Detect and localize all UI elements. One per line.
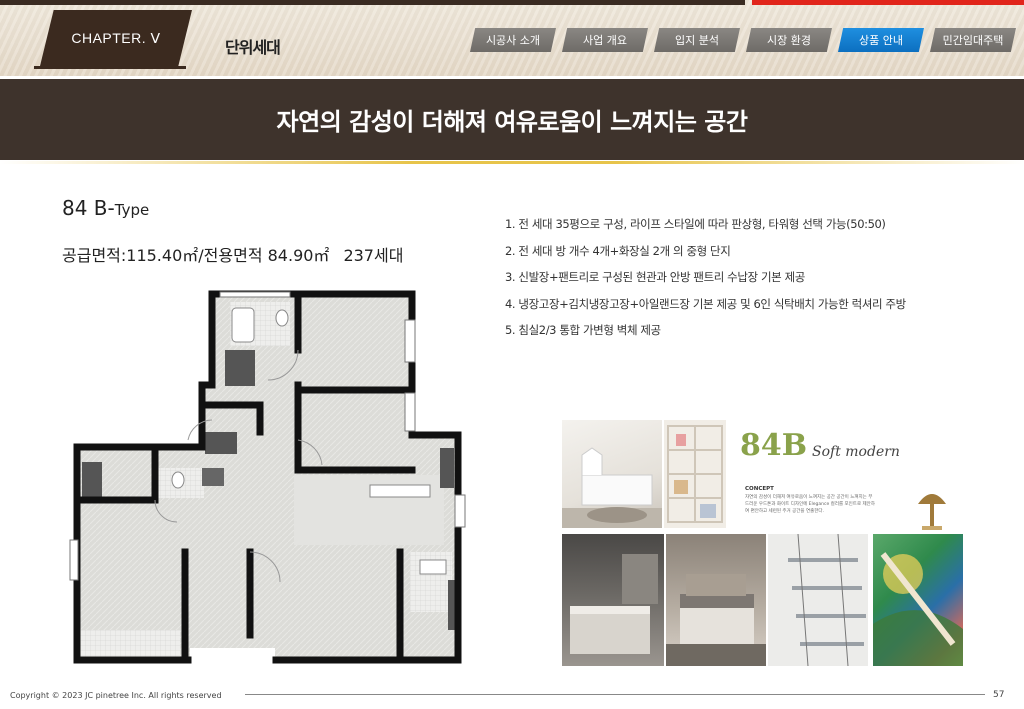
unit-type: 84 B-Type [62, 196, 149, 220]
feature-item: 3. 신발장+팬트리로 구성된 현관과 안방 팬트리 수납장 기본 제공 [505, 270, 805, 284]
kids-bed-photo [562, 420, 662, 528]
moodboard-title: 84B [740, 428, 808, 463]
feature-list: 1. 전 세대 35평으로 구성, 라이프 스타일에 따라 판상형, 타워형 선… [505, 214, 906, 347]
wall-shelf-photo [768, 534, 868, 666]
chapter-underline [34, 66, 186, 69]
feature-item: 2. 전 세대 방 개수 4개+화장실 2개 의 중형 단지 [505, 243, 731, 258]
kitchen-photo [562, 534, 664, 666]
footer-divider [245, 694, 985, 695]
hero-headline: 자연의 감성이 더해져 여유로움이 느껴지는 공간 [276, 108, 748, 136]
concept-body: 자연의 감성이 더해져 여유로움이 느껴지는 공간 공간이 느껴지는 부드러운 … [745, 495, 875, 514]
copyright: Copyright © 2023 JC pinetree Inc. All ri… [10, 691, 222, 700]
chapter-badge: CHAPTER. Ⅴ [40, 10, 192, 66]
feature-item: 4. 냉장고장+김치냉장고장+아일랜드장 기본 제공 및 6인 식탁배치 가능한… [505, 296, 906, 311]
section-title: 단위세대 [225, 38, 281, 57]
bedroom-photo [666, 534, 766, 666]
feature-item: 1. 전 세대 35평으로 구성, 라이프 스타일에 따라 판상형, 타워형 선… [505, 217, 886, 231]
tab-builder[interactable]: 시공사 소개 [470, 28, 556, 52]
unit-type-main: 84 B- [62, 196, 115, 220]
moodboard-subtitle: Soft modern [812, 444, 900, 460]
unit-type-suffix: Type [114, 201, 150, 219]
tab-project-overview[interactable]: 사업 개요 [562, 28, 648, 52]
tab-market[interactable]: 시장 환경 [746, 28, 832, 52]
unit-area: 공급면적:115.40㎡/전용면적 84.90㎡ 237세대 [62, 242, 417, 266]
top-accent-stripe [752, 0, 1024, 5]
hero-divider [0, 161, 1024, 164]
tab-location[interactable]: 입지 분석 [654, 28, 740, 52]
nav-tabs: 시공사 소개 사업 개요 입지 분석 시장 환경 상품 안내 민간임대주택 [470, 28, 1016, 52]
hero-banner: 자연의 감성이 더해져 여유로움이 느껴지는 공간 [0, 79, 1024, 160]
top-stripe [0, 0, 745, 5]
art-painting-photo [873, 534, 963, 666]
tab-private-rental[interactable]: 민간임대주택 [930, 28, 1016, 52]
exclusive-area: /전용면적 84.90㎡ [198, 246, 330, 265]
tab-products[interactable]: 상품 안내 [838, 28, 924, 52]
floor-plan [69, 290, 466, 664]
mood-board [560, 418, 965, 668]
supply-area: 공급면적:115.40㎡ [62, 246, 199, 265]
page-number: 57 [993, 690, 1005, 700]
households: 237세대 [343, 246, 404, 265]
concept-title: CONCEPT [745, 486, 774, 492]
mushroom-lamp-icon [912, 484, 952, 532]
shelf-photo [664, 420, 726, 528]
feature-item: 5. 침실2/3 통합 가변형 벽체 제공 [505, 323, 661, 337]
